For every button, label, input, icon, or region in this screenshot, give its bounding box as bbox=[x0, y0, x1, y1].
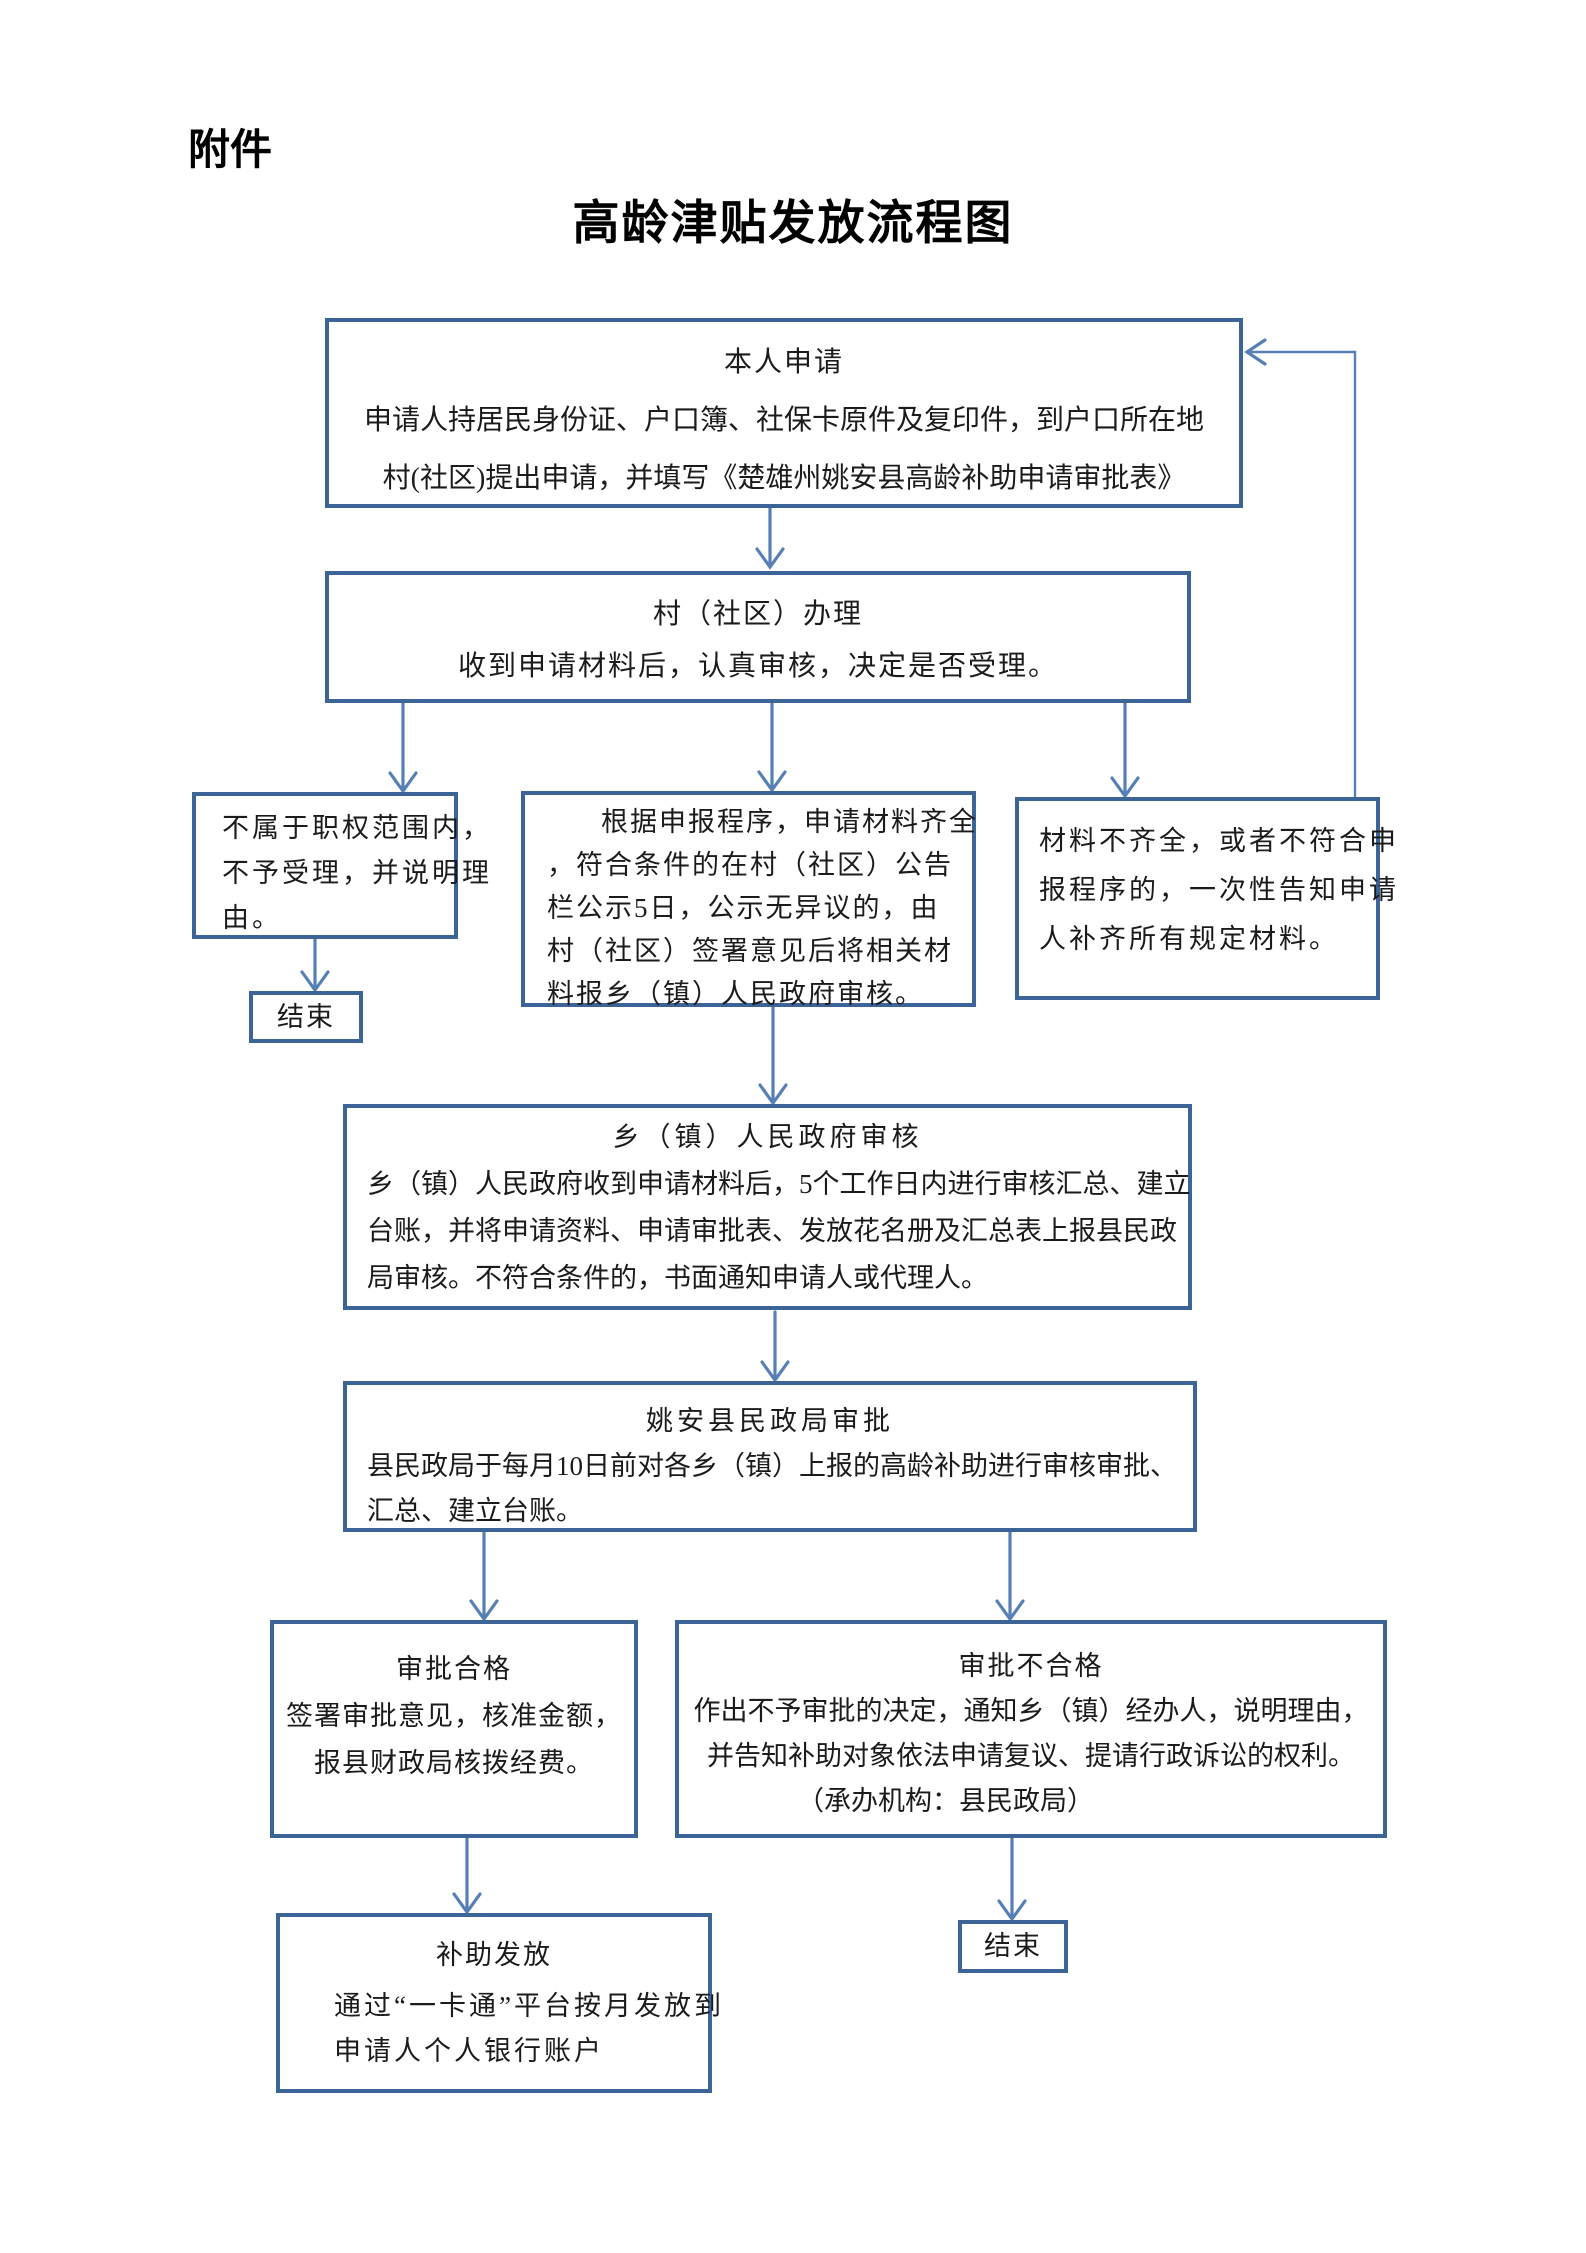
arrow-down-icon bbox=[995, 1599, 1025, 1622]
box-line: 县民政局于每月10日前对各乡（镇）上报的高龄补助进行审核审批、 bbox=[367, 1451, 1177, 1481]
box-line: （承办机构：县民政局） bbox=[797, 1786, 1094, 1816]
box-title: 结束 bbox=[277, 1001, 335, 1032]
box-line: 签署审批意见，核准金额， bbox=[286, 1701, 622, 1731]
arrow-down-icon bbox=[469, 1599, 499, 1622]
box-title: 审批合格 bbox=[396, 1654, 512, 1684]
flow-box-apply: 本人申请 申请人持居民身份证、户口簿、社保卡原件及复印件，到户口所在地 村(社区… bbox=[325, 318, 1243, 508]
page-title: 高龄津贴发放流程图 bbox=[572, 198, 1014, 250]
box-line: 乡（镇）人民政府收到申请材料后，5个工作日内进行审核汇总、建立 bbox=[367, 1169, 1191, 1199]
box-line: 收到申请材料后，认真审核，决定是否受理。 bbox=[457, 651, 1058, 682]
box-line: 报县财政局核拨经费。 bbox=[314, 1748, 594, 1778]
flow-box-village-handle: 村（社区）办理 收到申请材料后，认真审核，决定是否受理。 bbox=[325, 571, 1191, 703]
flow-box-not-approved: 审批不合格 作出不予审批的决定，通知乡（镇）经办人，说明理由， 并告知补助对象依… bbox=[675, 1620, 1387, 1838]
box-line: 台账，并将申请资料、申请审批表、发放花名册及汇总表上报县民政 bbox=[367, 1216, 1177, 1246]
arrow-down-icon bbox=[758, 1083, 788, 1106]
box-title: 补助发放 bbox=[436, 1940, 552, 1970]
box-line: 并告知补助对象依法申请复议、提请行政诉讼的权利。 bbox=[707, 1741, 1355, 1771]
box-line: 由。 bbox=[222, 903, 282, 933]
connector-notapproved-to-end bbox=[997, 1836, 1027, 1922]
arrow-left-icon bbox=[1244, 338, 1267, 366]
arrow-down-icon bbox=[452, 1892, 482, 1915]
flow-box-approved: 审批合格 签署审批意见，核准金额， 报县财政局核拨经费。 bbox=[270, 1620, 638, 1838]
box-line: 局审核。不符合条件的，书面通知申请人或代理人。 bbox=[367, 1263, 988, 1293]
connector-incomplete-feedback-to-apply bbox=[1244, 338, 1357, 799]
connector-town-to-county bbox=[760, 1310, 790, 1383]
connector-reject-to-end bbox=[300, 937, 330, 993]
box-line: 村（社区）签署意见后将相关材 bbox=[547, 936, 953, 966]
box-line: ，符合条件的在村（社区）公告 bbox=[547, 850, 953, 880]
box-line: 料报乡（镇）人民政府审核。 bbox=[547, 979, 924, 1009]
box-line: 通过“一卡通”平台按月发放到 bbox=[334, 1991, 724, 2021]
box-line: 村(社区)提出申请，并填写《楚雄州姚安县高龄补助申请审批表》 bbox=[382, 463, 1186, 494]
flow-box-end-left: 结束 bbox=[249, 991, 363, 1043]
connector-village-to-publicity bbox=[757, 701, 787, 793]
box-line: 根据申报程序，申请材料齐全 bbox=[601, 807, 978, 837]
connector-line bbox=[1249, 350, 1357, 799]
flow-box-county-approval: 姚安县民政局审批 县民政局于每月10日前对各乡（镇）上报的高龄补助进行审核审批、… bbox=[343, 1381, 1197, 1532]
box-line: 人补齐所有规定材料。 bbox=[1039, 924, 1339, 954]
box-line: 作出不予审批的决定，通知乡（镇）经办人，说明理由， bbox=[693, 1696, 1369, 1726]
box-title: 村（社区）办理 bbox=[652, 599, 863, 630]
flow-box-issue-subsidy: 补助发放 通过“一卡通”平台按月发放到 申请人个人银行账户 bbox=[276, 1913, 724, 2093]
box-line: 不予受理，并说明理 bbox=[222, 858, 492, 888]
flow-box-incomplete-materials: 材料不齐全，或者不符合申 报程序的，一次性告知申请 人补齐所有规定材料。 bbox=[1015, 797, 1399, 1000]
box-title: 姚安县民政局审批 bbox=[646, 1406, 894, 1436]
connector-publicity-to-town bbox=[758, 1005, 788, 1106]
flow-box-town-review: 乡（镇）人民政府审核 乡（镇）人民政府收到申请材料后，5个工作日内进行审核汇总、… bbox=[343, 1104, 1192, 1310]
connector-apply-to-village bbox=[755, 506, 785, 570]
box-line: 栏公示5日，公示无异议的，由 bbox=[547, 893, 940, 923]
connector-county-to-notapproved bbox=[995, 1530, 1025, 1622]
connector-village-to-reject bbox=[388, 701, 418, 794]
arrow-down-icon bbox=[388, 771, 418, 794]
box-line: 申请人个人银行账户 bbox=[334, 2036, 604, 2066]
attachment-label: 附件 bbox=[188, 126, 273, 173]
arrow-down-icon bbox=[760, 1360, 790, 1383]
arrow-down-icon bbox=[1110, 776, 1140, 799]
arrow-down-icon bbox=[755, 547, 785, 570]
box-title: 结束 bbox=[984, 1931, 1042, 1961]
connector-county-to-approved bbox=[469, 1530, 499, 1622]
flow-box-publicity: 根据申报程序，申请材料齐全 ，符合条件的在村（社区）公告 栏公示5日，公示无异议… bbox=[521, 791, 978, 1009]
flow-box-end-bottom: 结束 bbox=[958, 1920, 1068, 1973]
arrow-down-icon bbox=[997, 1899, 1027, 1922]
box-line: 汇总、建立台账。 bbox=[367, 1496, 583, 1526]
arrow-down-icon bbox=[300, 970, 330, 993]
connector-approved-to-issue bbox=[452, 1836, 482, 1915]
connector-village-to-incomplete bbox=[1110, 701, 1140, 799]
box-line: 材料不齐全，或者不符合申 bbox=[1039, 826, 1399, 856]
box-line: 不属于职权范围内， bbox=[222, 813, 492, 843]
box-title: 本人申请 bbox=[723, 347, 844, 378]
box-line: 报程序的，一次性告知申请 bbox=[1039, 875, 1399, 905]
box-line: 申请人持居民身份证、户口簿、社保卡原件及复印件，到户口所在地 bbox=[363, 405, 1204, 436]
box-title: 审批不合格 bbox=[958, 1651, 1104, 1681]
box-title: 乡（镇）人民政府审核 bbox=[612, 1122, 923, 1152]
flow-box-reject-scope: 不属于职权范围内， 不予受理，并说明理 由。 bbox=[192, 792, 492, 939]
arrow-down-icon bbox=[757, 770, 787, 793]
